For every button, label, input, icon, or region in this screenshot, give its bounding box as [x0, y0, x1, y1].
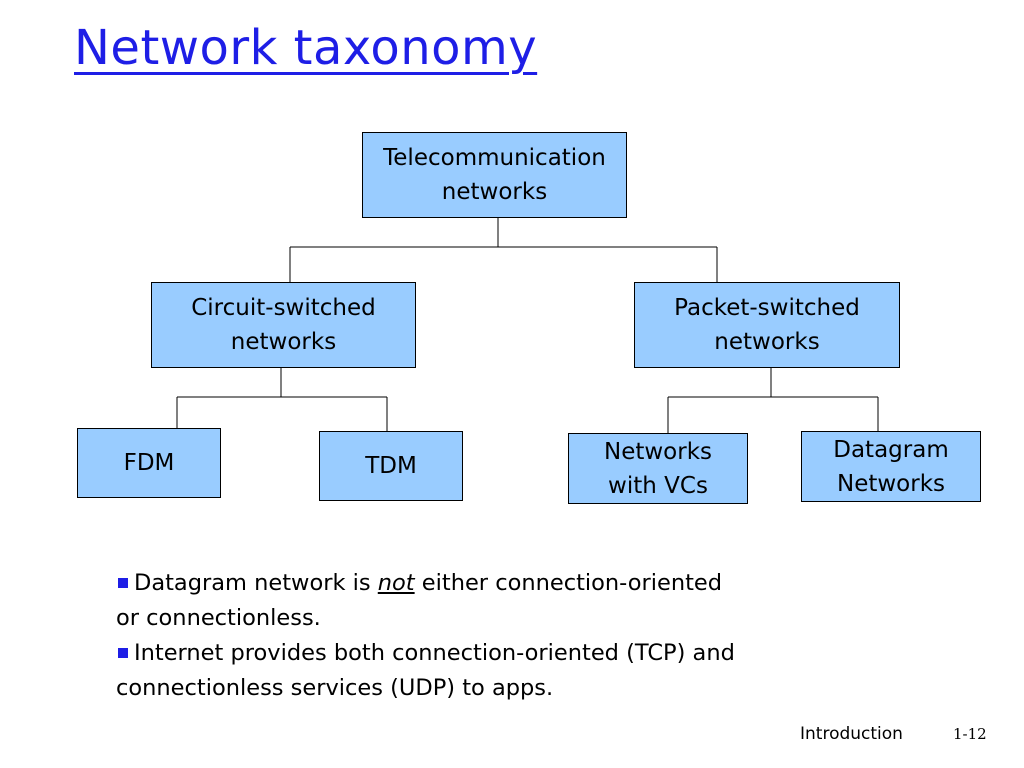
packet-switched-line1: Packet-switched	[674, 295, 860, 321]
networks-with-vcs-line2: with VCs	[608, 472, 708, 499]
telecommunication-networks-line2: networks	[441, 179, 548, 205]
fdm-label: FDM	[123, 450, 175, 476]
bullet-list: Datagram network is not either connectio…	[116, 566, 896, 706]
networks-with-vcs-box: Networks with VCs	[568, 433, 748, 504]
bullet-square-icon	[118, 647, 128, 658]
slide-title: Network taxonomy	[74, 20, 538, 76]
telecommunication-networks-line1: Telecommunication	[383, 145, 606, 171]
tdm-label: TDM	[365, 453, 417, 479]
bullet-1-emphasis: not	[377, 570, 415, 596]
bullet-2-line2: connectionless services (UDP) to apps.	[116, 675, 554, 701]
bullet-1-post: either connection-oriented	[414, 570, 723, 596]
bullet-1-line2: or connectionless.	[116, 605, 321, 631]
bullet-2-line1: Internet provides both connection-orient…	[134, 640, 735, 666]
datagram-networks-line1: Datagram	[833, 436, 949, 463]
networks-with-vcs-line1: Networks	[603, 438, 712, 465]
packet-switched-networks-box: Packet-switched networks	[634, 282, 900, 368]
tdm-box: TDM	[319, 431, 463, 501]
packet-switched-line2: networks	[714, 329, 820, 355]
telecommunication-networks-box: Telecommunication networks	[362, 132, 627, 218]
footer-section-label: Introduction	[800, 724, 903, 744]
bullet-1-pre: Datagram network is	[134, 570, 378, 596]
footer-page-number: 1-12	[953, 725, 987, 743]
circuit-switched-networks-box: Circuit-switched networks	[151, 282, 416, 368]
fdm-box: FDM	[77, 428, 221, 498]
circuit-switched-line2: networks	[230, 329, 337, 355]
datagram-networks-box: Datagram Networks	[801, 431, 981, 502]
bullet-square-icon	[118, 577, 128, 588]
datagram-networks-line2: Networks	[836, 470, 945, 497]
bullet-item-datagram: Datagram network is not either connectio…	[116, 566, 896, 636]
bullet-item-internet: Internet provides both connection-orient…	[116, 636, 896, 706]
circuit-switched-line1: Circuit-switched	[191, 295, 376, 321]
